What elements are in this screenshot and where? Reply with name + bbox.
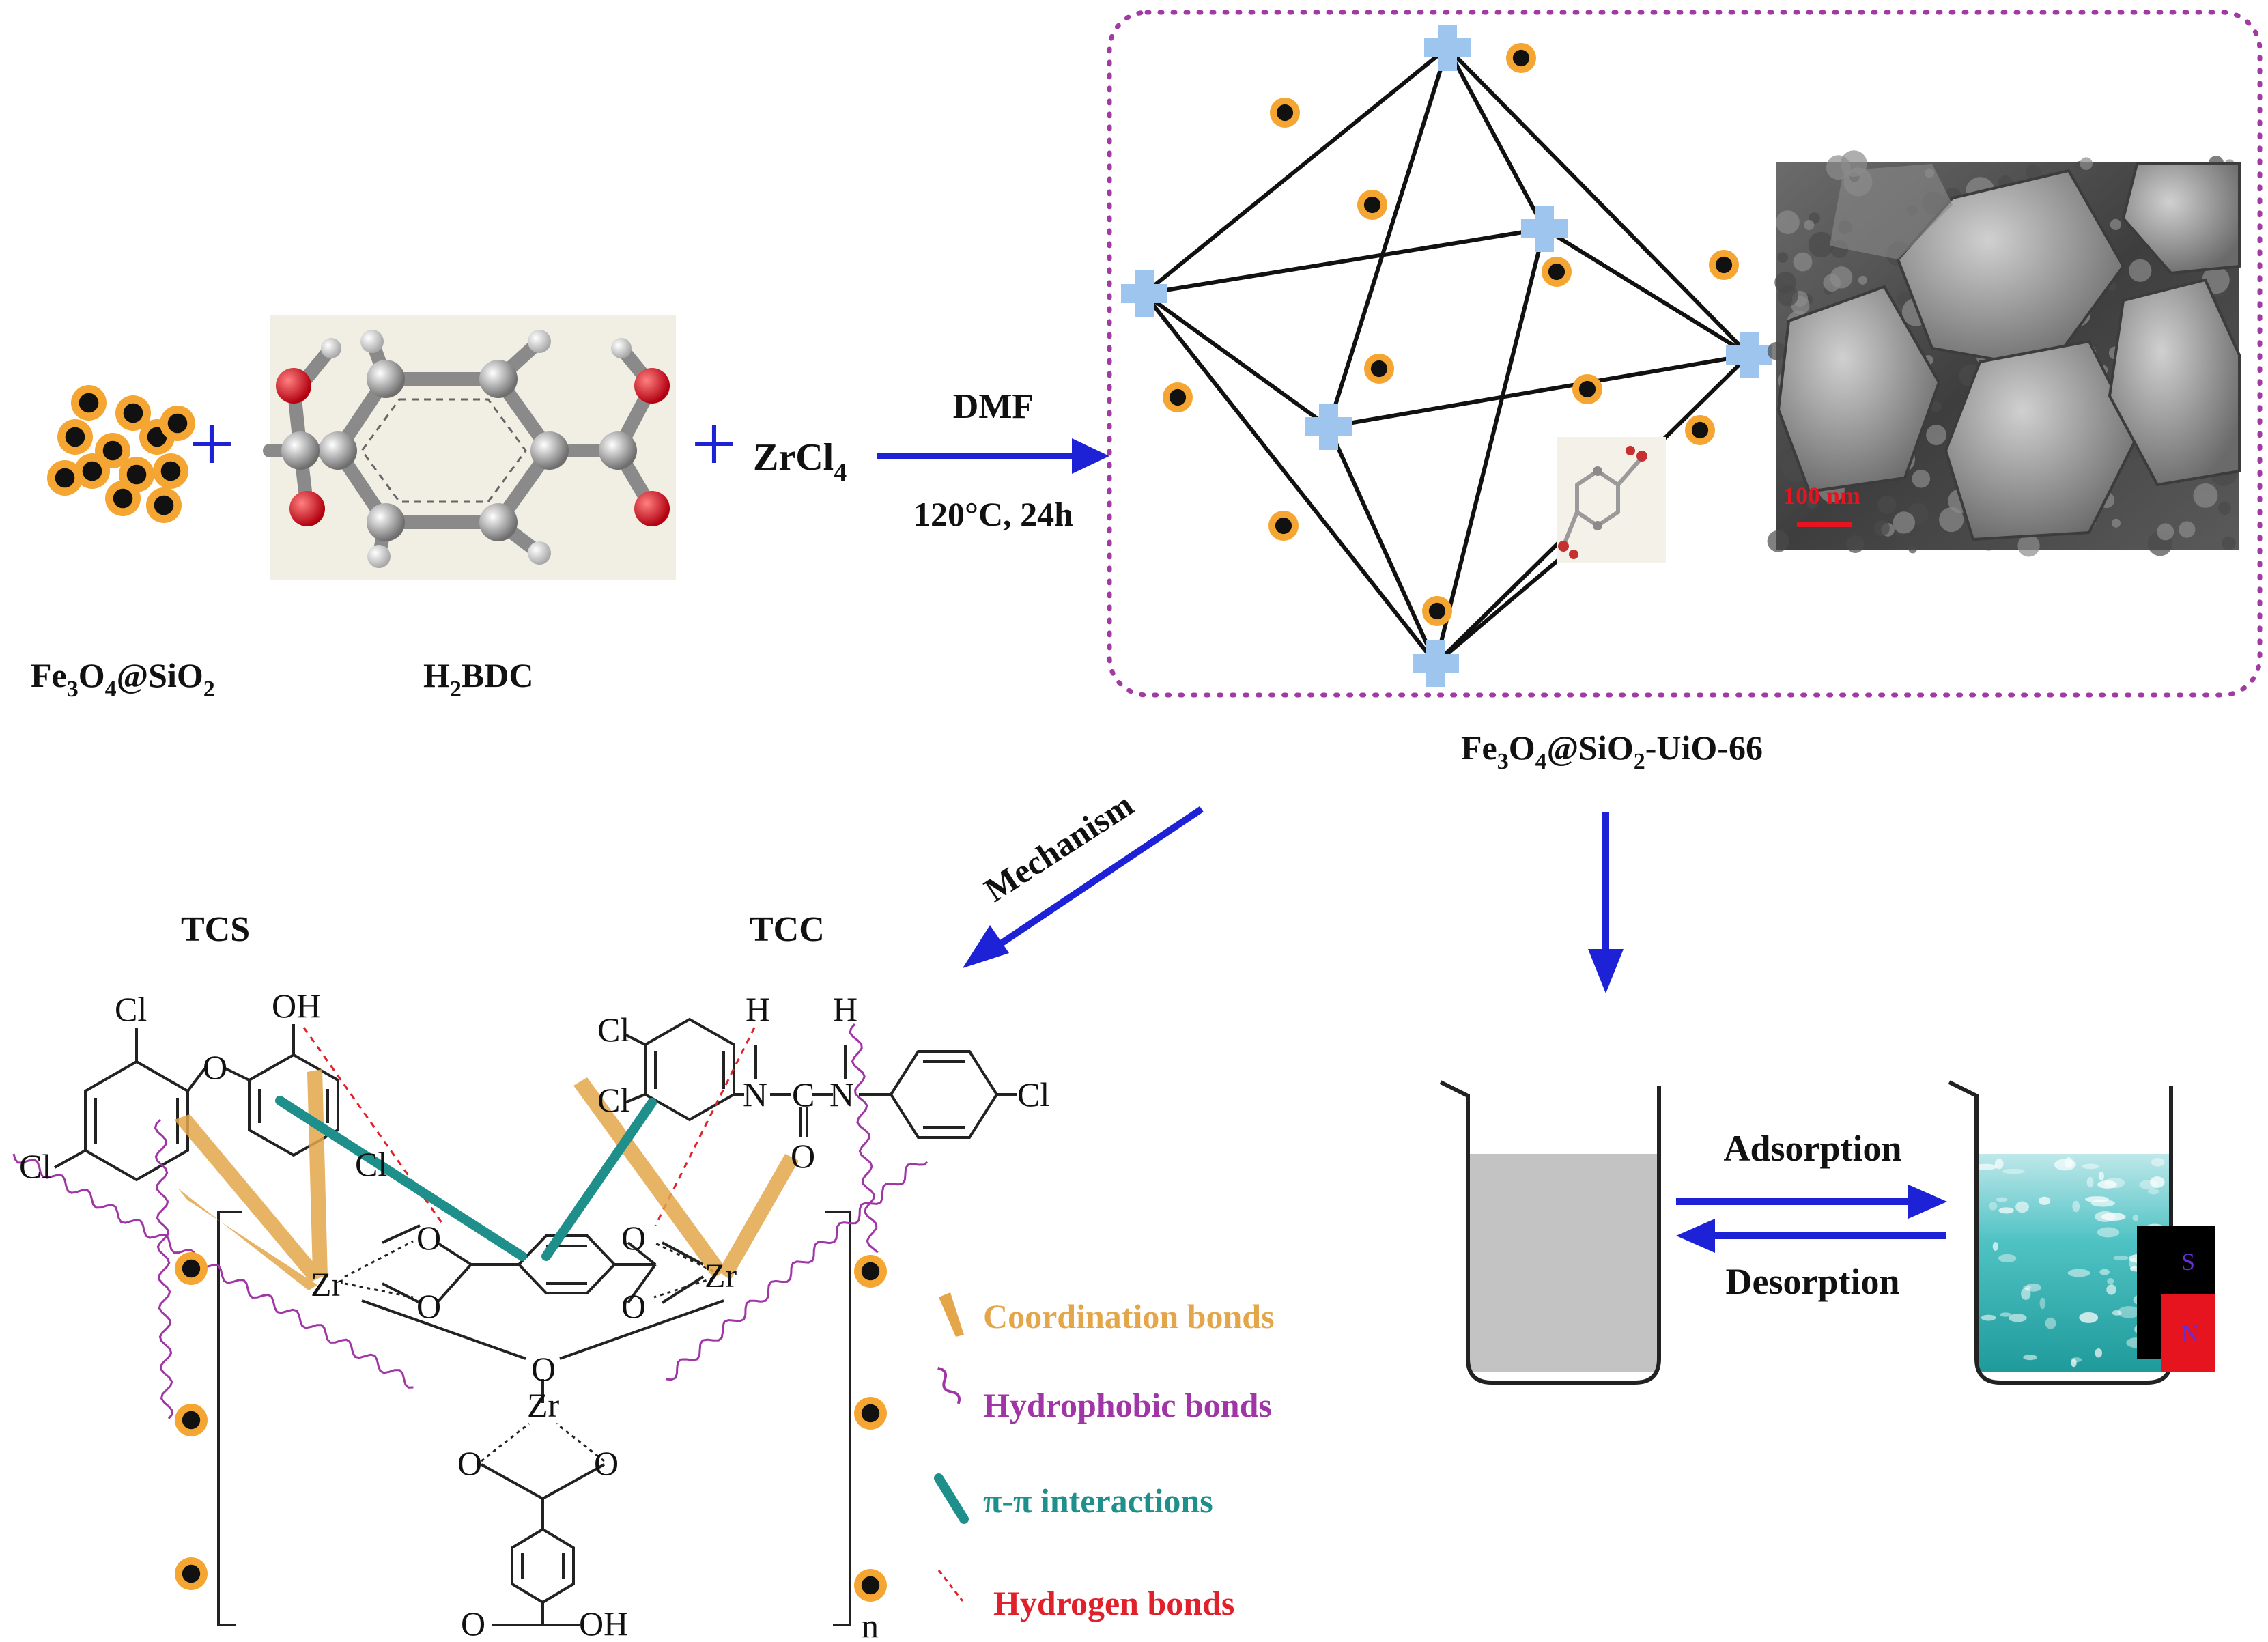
svg-text:Cl: Cl [355,1145,387,1183]
legend-coordination: Coordination bonds [983,1297,1275,1335]
zrcl4-label: ZrCl4 [753,436,847,487]
h2bdc-label: H2BDC [423,656,533,702]
sem-image: 100 nm [1767,150,2241,557]
core-shell-particle [1685,415,1715,445]
svg-text:O: O [621,1219,646,1257]
core-shell-particle [175,1557,208,1590]
zr-node-icon [1121,270,1167,317]
legend-hydrophobic: Hydrophobic bonds [983,1386,1272,1424]
zr-node-icon [1521,206,1568,252]
core-shell-particle [175,1252,208,1285]
down-arrow [1588,812,1624,993]
sem-scale-label: 100 nm [1783,482,1860,509]
mechanism-arrow [963,806,1204,968]
core-shell-particle [115,395,151,431]
desorption-label: Desorption [1726,1261,1900,1302]
core-shell-particle [105,481,141,516]
svg-text:Cl: Cl [597,1081,629,1119]
core-shell-particle [854,1569,887,1602]
svg-text:N: N [830,1075,854,1114]
magnet-n-label: N [2181,1320,2199,1347]
core-shell-particle [854,1255,887,1288]
svg-text:Zr: Zr [705,1256,737,1294]
svg-text:O: O [621,1287,646,1325]
core-shell-particle [175,1404,208,1436]
tcs-label: TCS [181,910,250,949]
svg-text:N: N [743,1075,767,1114]
solvent-label: DMF [953,387,1034,426]
core-shell-particle [153,453,188,489]
core-shell-particle [1270,98,1300,128]
svg-text:Cl: Cl [597,1010,629,1049]
magnet-s-label: S [2181,1248,2195,1275]
core-shell-particle [160,406,195,441]
zr-node-icon [1305,404,1352,450]
tcc-label: TCC [750,910,825,949]
magnet: S N [2137,1226,2215,1372]
svg-text:Cl: Cl [19,1147,51,1185]
core-shell-particle [1572,374,1602,404]
core-shell-particle [1506,43,1536,73]
svg-text:O: O [791,1137,815,1175]
legend-hydrogen: Hydrogen bonds [993,1584,1234,1622]
core-shell-particle [854,1397,887,1430]
core-shell-particle [1542,257,1572,287]
svg-text:H: H [746,990,770,1028]
legend: Coordination bonds Hydrophobic bonds π-π… [934,1292,1275,1622]
svg-text:O: O [203,1048,227,1086]
svg-text:C: C [792,1075,814,1114]
svg-text:O: O [416,1287,441,1325]
svg-text:n: n [862,1606,879,1639]
core-shell-particle [1357,190,1387,220]
chemical-structure: Cl Cl O OH Cl Cl Cl H H N N C O Cl Zr Zr… [12,987,1049,1642]
svg-text:O: O [461,1604,485,1639]
core-shell-particle [57,419,93,455]
core-shell-particle [74,453,110,489]
core-shell-particle [146,487,182,523]
core-shell-particle [71,385,107,421]
plus-sign-1: + [188,398,235,489]
uio66-octahedron [1121,25,1772,687]
svg-text:H: H [833,990,857,1028]
svg-text:Cl: Cl [115,990,147,1028]
h2bdc-molecule [263,315,676,580]
core-shell-particle [1422,596,1452,626]
plus-sign-2: + [691,398,737,489]
product-frame [1107,10,2263,698]
core-shell-particle [1709,250,1739,280]
adsorption-label: Adsorption [1723,1128,1901,1169]
svg-text:O: O [457,1444,482,1482]
conditions-label: 120°C, 24h [913,495,1073,533]
equilibrium-arrows [1676,1185,1947,1253]
core-shell-particle [1364,354,1394,384]
svg-text:Cl: Cl [1017,1075,1049,1114]
svg-text:OH: OH [579,1604,628,1639]
fe3o4-sio2-label: Fe3O4@SiO2 [31,656,215,702]
zr-node-icon [1726,332,1772,378]
core-shell-particle [1163,382,1193,412]
svg-text:O: O [416,1219,441,1257]
product-label: Fe3O4@SiO2-UiO-66 [1461,728,1763,774]
svg-text:O: O [594,1444,619,1482]
mechanism-label: Mechanism [978,785,1140,909]
legend-pi-pi: π-π interactions [983,1482,1213,1520]
core-shell-particle [1268,511,1299,541]
beaker-left [1439,1080,1661,1385]
core-shell-particle [47,460,83,496]
svg-text:OH: OH [272,987,321,1025]
svg-text:Zr: Zr [527,1386,560,1424]
zr-node-icon [1413,640,1459,687]
reaction-arrow [877,438,1109,474]
fe3o4-sio2-cluster [47,385,195,523]
zr-node-icon [1424,25,1471,71]
svg-text:O: O [531,1350,556,1388]
svg-text:Zr: Zr [311,1265,343,1303]
